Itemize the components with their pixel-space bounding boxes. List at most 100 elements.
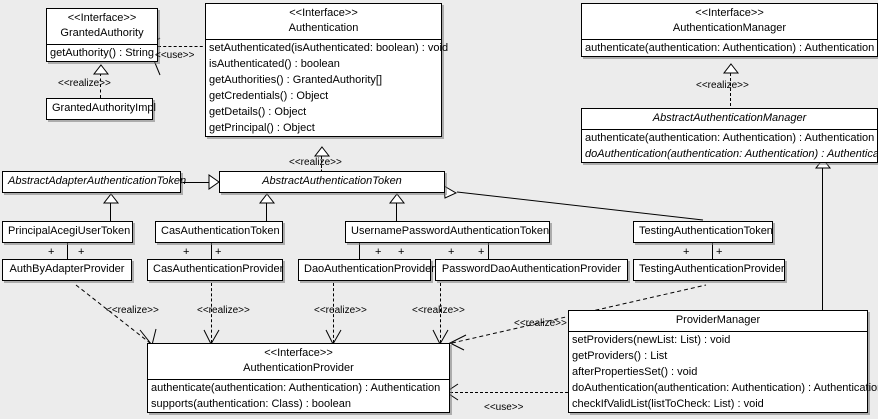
class-name: GrantedAuthority bbox=[60, 27, 144, 39]
stereotype-label: <<Interface>> bbox=[67, 12, 137, 24]
stereotype-label: <<Interface>> bbox=[264, 347, 333, 359]
class-name: GrantedAuthorityImpl bbox=[52, 102, 156, 114]
class-header: GrantedAuthorityImpl bbox=[47, 99, 156, 119]
triangle-generalize-abstracttoken-right bbox=[443, 182, 458, 199]
label-realize-daoprovider: <<realize>> bbox=[314, 305, 367, 316]
class-password-dao-authentication-provider[interactable]: PasswordDaoAuthenticationProvider bbox=[435, 259, 628, 281]
connector-realize-casprovider bbox=[211, 283, 212, 343]
label-realize-casprovider: <<realize>> bbox=[197, 305, 250, 316]
label-realize-abstracttoken: <<realize>> bbox=[289, 157, 342, 168]
class-testing-authentication-token[interactable]: TestingAuthenticationToken bbox=[633, 221, 773, 243]
connector-use-providermanager bbox=[450, 392, 568, 393]
label-realize-authbyadapter: <<realize>> bbox=[106, 305, 159, 316]
assoc-testingtoken-testingprovider bbox=[712, 243, 713, 260]
connector-generalize-castoken bbox=[266, 203, 267, 221]
connector-realize-authbyadapter bbox=[74, 283, 164, 345]
operation: getProviders() : List bbox=[572, 350, 668, 362]
operation: getDetails() : Object bbox=[209, 106, 307, 118]
class-name: DaoAuthenticationProvider bbox=[304, 263, 435, 275]
operation: authenticate(authentication: Authenticat… bbox=[585, 132, 875, 144]
class-header: CasAuthenticationToken bbox=[156, 222, 282, 242]
class-header: UsernamePasswordAuthenticationToken bbox=[346, 222, 549, 242]
class-name: AbstractAuthenticationToken bbox=[262, 175, 402, 187]
class-header: <<Interface>> AuthenticationProvider bbox=[148, 344, 449, 379]
multiplicity-marker: + bbox=[215, 246, 222, 258]
operations-compartment: authenticate(authentication: Authenticat… bbox=[582, 130, 878, 162]
multiplicity-marker: + bbox=[183, 246, 190, 258]
class-username-password-authentication-token[interactable]: UsernamePasswordAuthenticationToken bbox=[345, 221, 550, 243]
stereotype-label: <<Interface>> bbox=[695, 7, 764, 19]
operation-abstract: doAuthentication(authentication: Authent… bbox=[585, 148, 878, 160]
connector-generalize-testingtoken bbox=[455, 190, 705, 222]
operation: supports(authentication: Class) : boolea… bbox=[151, 398, 351, 410]
operation: setAuthenticated(isAuthenticated: boolea… bbox=[209, 42, 449, 54]
triangle-generalize-abstracttoken-cas bbox=[258, 193, 276, 204]
assoc-castoken-casprovider bbox=[211, 243, 212, 260]
triangle-generalize-abstracttoken-userpass bbox=[388, 193, 406, 204]
connector-generalize-principalacegitoken bbox=[110, 203, 111, 221]
class-authentication-manager[interactable]: <<Interface>> AuthenticationManager auth… bbox=[581, 3, 878, 57]
class-testing-authentication-provider[interactable]: TestingAuthenticationProvider bbox=[633, 259, 785, 281]
assoc-principalacegitoken-authbyadapter bbox=[67, 243, 68, 260]
multiplicity-marker: + bbox=[716, 246, 723, 258]
class-header: AbstractAdapterAuthenticationToken bbox=[3, 172, 186, 192]
operation: authenticate(authentication: Authenticat… bbox=[585, 42, 875, 54]
connector-realize-abstracttoken-authentication bbox=[321, 156, 322, 177]
triangle-generalize-abstracttoken-left bbox=[208, 174, 220, 191]
operations-compartment: getAuthority() : String bbox=[47, 45, 157, 61]
multiplicity-marker: + bbox=[683, 246, 690, 258]
class-header: <<Interface>> AuthenticationManager bbox=[582, 4, 877, 39]
class-header: PrincipalAcegiUserToken bbox=[3, 222, 132, 242]
multiplicity-marker: + bbox=[48, 246, 55, 258]
class-abstract-adapter-authentication-token[interactable]: AbstractAdapterAuthenticationToken bbox=[2, 171, 186, 193]
label-use-providermanager: <<use>> bbox=[484, 402, 524, 413]
divider bbox=[582, 129, 877, 130]
class-abstract-authentication-manager[interactable]: AbstractAuthenticationManager authentica… bbox=[581, 108, 878, 163]
connector-realize-testingprovider bbox=[450, 283, 710, 345]
class-name: AuthenticationManager bbox=[672, 22, 787, 34]
operation: afterPropertiesSet() : void bbox=[572, 366, 698, 378]
class-header: TestingAuthenticationToken bbox=[634, 222, 773, 242]
operations-compartment: authenticate(authentication: Authenticat… bbox=[148, 380, 449, 412]
class-authentication-provider[interactable]: <<Interface>> AuthenticationProvider aut… bbox=[147, 343, 450, 413]
class-provider-manager[interactable]: ProviderManager setProviders(newList: Li… bbox=[568, 310, 878, 413]
multiplicity-marker: + bbox=[478, 246, 485, 258]
divider bbox=[582, 39, 877, 40]
class-authentication[interactable]: <<Interface>> Authentication setAuthenti… bbox=[205, 3, 449, 137]
triangle-realize-authenticationmanager bbox=[722, 63, 740, 74]
class-header: AbstractAuthenticationManager bbox=[582, 109, 877, 129]
multiplicity-marker: + bbox=[78, 246, 85, 258]
triangle-realize-grantedauthority bbox=[92, 64, 110, 75]
class-granted-authority[interactable]: <<Interface>> GrantedAuthority getAuthor… bbox=[46, 8, 158, 62]
connector-realize-passworddaoprovider bbox=[440, 283, 441, 343]
operation: getPrincipal() : Object bbox=[209, 122, 315, 134]
class-abstract-authentication-token[interactable]: AbstractAuthenticationToken bbox=[219, 171, 445, 193]
class-name: Authentication bbox=[288, 22, 359, 34]
class-name: PasswordDaoAuthenticationProvider bbox=[441, 263, 622, 275]
triangle-realize-authentication bbox=[313, 146, 331, 157]
class-name: CasAuthenticationProvider bbox=[153, 263, 284, 275]
class-name: TestingAuthenticationToken bbox=[639, 225, 773, 237]
class-auth-by-adapter-provider[interactable]: AuthByAdapterProvider bbox=[2, 259, 132, 281]
operation: authenticate(authentication: Authenticat… bbox=[151, 382, 441, 394]
class-principal-acegi-user-token[interactable]: PrincipalAcegiUserToken bbox=[2, 221, 133, 243]
operation: getAuthorities() : GrantedAuthority[] bbox=[209, 74, 383, 86]
connector-realize-daoprovider bbox=[333, 283, 334, 343]
operation: isAuthenticated() : boolean bbox=[209, 58, 340, 70]
operations-compartment: authenticate(authentication: Authenticat… bbox=[582, 40, 877, 56]
class-name: ProviderManager bbox=[675, 314, 761, 326]
multiplicity-marker: + bbox=[398, 246, 405, 258]
class-granted-authority-impl[interactable]: GrantedAuthorityImpl bbox=[46, 98, 156, 120]
connector-generalize-providermanager bbox=[822, 168, 823, 311]
class-header: DaoAuthenticationProvider bbox=[299, 260, 435, 280]
operations-compartment: setProviders(newList: List) : void getPr… bbox=[569, 332, 878, 412]
class-header: PasswordDaoAuthenticationProvider bbox=[436, 260, 627, 280]
divider bbox=[148, 379, 449, 380]
arrowhead-realize-testingprovider bbox=[446, 334, 470, 354]
label-realize-grantedauthorityimpl: <<realize>> bbox=[58, 78, 111, 89]
class-cas-authentication-token[interactable]: CasAuthenticationToken bbox=[155, 221, 283, 243]
triangle-generalize-adaptertoken bbox=[102, 193, 120, 204]
class-cas-authentication-provider[interactable]: CasAuthenticationProvider bbox=[147, 259, 283, 281]
class-dao-authentication-provider[interactable]: DaoAuthenticationProvider bbox=[298, 259, 435, 281]
